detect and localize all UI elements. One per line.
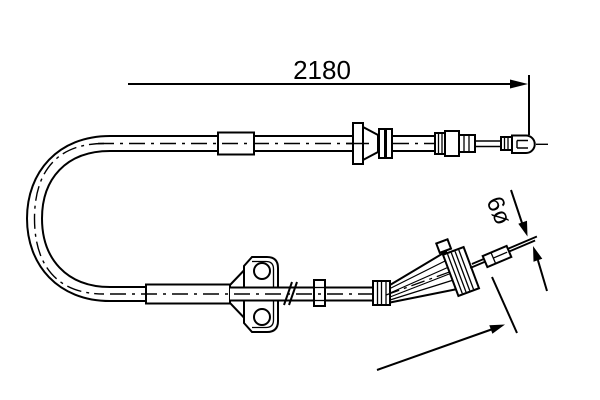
end-cable-ferrule xyxy=(481,244,513,269)
diameter-arrowhead-top-icon xyxy=(518,220,528,237)
boot-tab xyxy=(434,237,453,255)
break-mark-2 xyxy=(288,281,298,306)
barrel-slot xyxy=(516,139,528,149)
diameter-arrowhead-bottom-icon xyxy=(533,246,543,262)
adjuster-clevis xyxy=(458,134,476,153)
dimension-arrowhead-icon xyxy=(510,79,528,89)
lower-end-cable xyxy=(469,235,538,269)
adjuster-block xyxy=(444,130,460,157)
cap-rib xyxy=(458,249,475,290)
bracket-hole-top xyxy=(253,262,271,280)
boot-strand xyxy=(389,278,456,301)
bracket-hole-bottom xyxy=(253,308,271,326)
boot-strand xyxy=(389,258,450,290)
u-bend-outer-edge xyxy=(25,135,146,302)
flange-collar-ring-1 xyxy=(378,128,386,159)
boot-strand xyxy=(389,265,452,294)
length-dimension-label: 2180 xyxy=(293,55,351,85)
wire-stop-ferrule xyxy=(500,136,513,151)
boot-strand xyxy=(389,271,454,298)
ferrule-line xyxy=(493,251,508,259)
upper-tube-section xyxy=(392,135,436,152)
angled-boot-assembly xyxy=(372,237,481,306)
cable-u-bend xyxy=(25,135,146,302)
upper-cable-run xyxy=(98,131,353,156)
u-bend-inner-edge xyxy=(40,150,146,288)
length-dimension: 2180 xyxy=(128,55,530,135)
boot-ribbed-cap xyxy=(441,245,481,298)
cap-rib xyxy=(446,253,463,294)
adjuster-threaded-collar xyxy=(434,132,446,155)
cable-adjuster xyxy=(434,130,548,157)
flange-collar-ring-2 xyxy=(385,128,393,159)
diameter-dimension: 6ø xyxy=(481,189,548,292)
diameter-dimension-label: 6ø xyxy=(481,192,517,229)
diameter-leader-line-top xyxy=(510,189,524,227)
cap-rib xyxy=(450,252,467,293)
cable-clip-band xyxy=(313,279,326,307)
u-bend-centerline xyxy=(33,142,105,295)
lower-cable-mid-section xyxy=(110,279,374,307)
end-extension-line xyxy=(491,276,518,334)
cap-rib xyxy=(454,251,471,291)
pointer-line xyxy=(376,326,498,371)
barrel-end-fitting xyxy=(511,134,536,154)
lower-length-pointer xyxy=(376,276,518,371)
pointer-arrowhead-icon xyxy=(489,324,505,334)
bell-flange xyxy=(346,122,393,165)
diameter-leader-line-bottom xyxy=(536,259,548,292)
